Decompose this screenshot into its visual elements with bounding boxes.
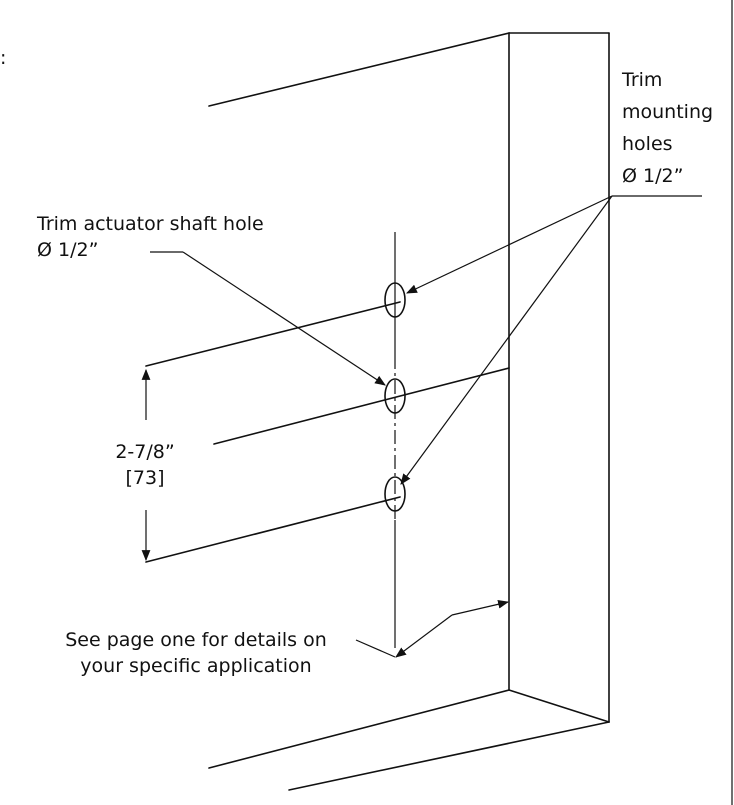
- extension-line-bottom: [145, 496, 401, 563]
- mounting-holes-title-line-2: mounting: [622, 101, 714, 123]
- mounting-hole-top: [384, 282, 406, 318]
- extension-line-middle: [213, 367, 510, 445]
- edge-fragment: :: [0, 47, 7, 69]
- dimension-mm: [73]: [125, 467, 165, 489]
- dimension-inch: 2-7/8”: [115, 441, 175, 463]
- backset-dimension: [355, 599, 510, 658]
- shaft-hole-diameter: Ø 1/2”: [37, 239, 99, 261]
- mounting-holes-leader: [400, 195, 702, 485]
- shaft-hole-title: Trim actuator shaft hole: [37, 213, 264, 235]
- mounting-holes-title-line-1: Trim: [622, 69, 663, 91]
- mounting-holes-diameter: Ø 1/2”: [622, 165, 684, 187]
- mounting-hole-bottom: [384, 476, 406, 512]
- note-line-1: See page one for details on: [65, 629, 327, 651]
- shaft-hole-leader: [150, 251, 386, 386]
- mounting-holes-title-line-3: holes: [622, 133, 673, 155]
- actuator-shaft-hole: [384, 378, 406, 414]
- note-line-2: your specific application: [80, 655, 312, 677]
- door-edge: [208, 32, 610, 791]
- extension-line-top: [145, 301, 401, 367]
